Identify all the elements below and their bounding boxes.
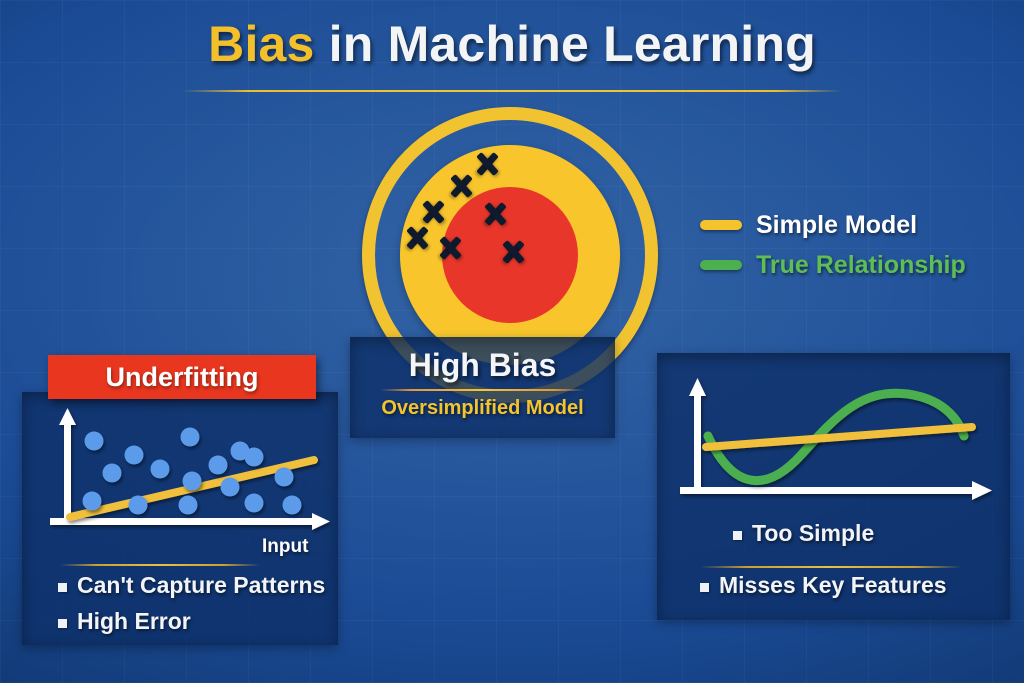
bullet-text: Misses Key Features <box>719 572 947 598</box>
legend-label-simple-model: Simple Model <box>756 210 918 239</box>
high-bias-divider <box>380 389 585 391</box>
shot-marker-x <box>498 237 528 267</box>
bullseye-target <box>362 107 658 403</box>
legend-item-simple-model: Simple Model <box>700 205 966 245</box>
simple-model-line <box>702 423 976 451</box>
chart-axes <box>50 408 330 530</box>
title-divider <box>182 90 842 92</box>
legend-swatch-gold <box>700 220 742 230</box>
title-highlight: Bias <box>208 16 315 72</box>
legend: Simple Model True Relationship <box>700 205 966 285</box>
underfitting-scatter-chart <box>50 408 330 530</box>
bullet-text: Can't Capture Patterns <box>77 572 326 598</box>
legend-swatch-green <box>700 260 742 270</box>
right-panel-divider <box>700 566 962 568</box>
bullet-text: High Error <box>77 608 191 634</box>
true-relationship-curve <box>703 388 969 486</box>
underfitting-banner: Underfitting <box>48 355 316 399</box>
legend-label-true-relationship: True Relationship <box>756 250 966 279</box>
high-bias-title: High Bias <box>408 347 557 383</box>
shot-marker-x <box>472 149 502 179</box>
bullet-text: Too Simple <box>752 520 875 546</box>
title-rest: in Machine Learning <box>314 16 816 72</box>
too-simple-panel <box>657 353 1010 620</box>
page-title: Bias in Machine Learning <box>0 18 1024 71</box>
high-bias-subtitle: Oversimplified Model <box>381 397 584 419</box>
scatter-points <box>82 427 302 515</box>
shot-marker-x <box>402 223 432 253</box>
bullet-square-icon <box>700 583 709 592</box>
legend-item-true-relationship: True Relationship <box>700 245 966 285</box>
underfitting-banner-label: Underfitting <box>105 361 259 392</box>
too-simple-bullet: Too Simple <box>733 520 874 556</box>
misses-key-features-bullet: Misses Key Features <box>700 572 947 608</box>
bullet-square-icon <box>58 619 67 628</box>
shot-marker-x <box>480 199 510 229</box>
true-vs-simple-model-chart <box>680 378 992 500</box>
left-panel-divider <box>60 564 260 566</box>
x-axis-label-input: Input <box>262 536 309 557</box>
list-item: Too Simple <box>733 520 874 547</box>
list-item: Can't Capture Patterns <box>58 572 325 599</box>
high-bias-panel: High Bias Oversimplified Model <box>350 337 615 438</box>
underfitting-bullet-list: Can't Capture Patterns High Error <box>58 572 325 644</box>
list-item: Misses Key Features <box>700 572 947 599</box>
list-item: High Error <box>58 608 325 635</box>
bullet-square-icon <box>733 531 742 540</box>
shot-marker-x <box>435 233 465 263</box>
bullet-square-icon <box>58 583 67 592</box>
chart-axes <box>680 378 992 500</box>
